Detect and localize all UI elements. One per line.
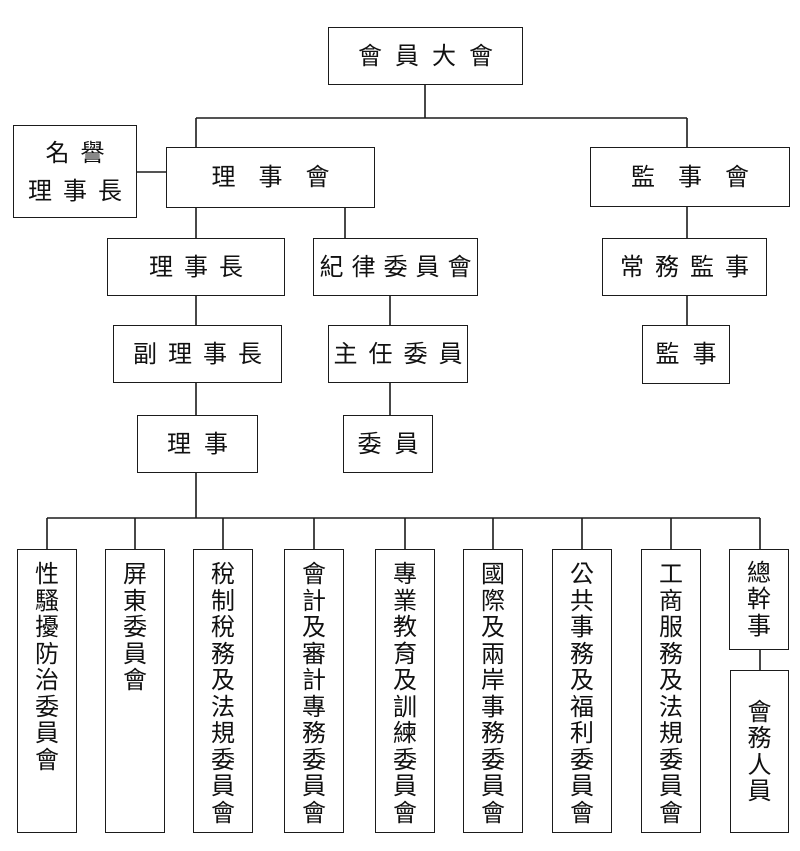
node-standing-supervisor: 常務監事 [602,238,767,296]
node-member-assembly: 會員大會 [328,27,523,85]
node-secretary-general: 總幹事 [729,549,789,650]
node-committee-education-training: 專業教育及訓練委員會 [375,549,435,833]
honorary-chairman-label-line2: 理事長 [28,176,133,205]
node-commissioner: 委員 [343,415,433,473]
vice-chairman-label: 副理事長 [133,339,273,368]
node-honorary-chairman: 名譽 理事長 [13,125,137,218]
committee-label: 公共事務及福利委員會 [570,560,594,827]
node-committee-business-services-regulations: 工商服務及法規委員會 [641,549,701,833]
node-committee-accounting-audit: 會計及審計專務委員會 [284,549,344,833]
discipline-committee-label: 紀律委員會 [319,252,480,281]
board-of-directors-label: 理事會 [211,163,353,192]
chief-commissioner-label: 主任委員 [333,339,474,368]
node-chief-commissioner: 主任委員 [328,325,468,383]
node-chairman: 理事長 [107,238,285,296]
honorary-chairman-label-line1: 名譽 [45,138,116,167]
member-assembly-label: 會員大會 [358,41,506,70]
node-office-staff: 會務人員 [730,670,789,833]
node-board-of-supervisors: 監事會 [590,147,790,207]
node-committee-international-cross-strait: 國際及兩岸事務委員會 [463,549,523,833]
committee-label: 專業教育及訓練委員會 [393,560,417,827]
committee-label: 屏東委員會 [123,560,147,694]
chairman-label: 理事長 [149,252,254,281]
node-discipline-committee: 紀律委員會 [313,238,478,296]
node-director: 理事 [137,415,258,473]
committee-label: 稅制稅務及法規委員會 [211,560,235,827]
node-committee-pingtung: 屏東委員會 [105,549,165,833]
node-committee-tax-regulations: 稅制稅務及法規委員會 [193,549,253,833]
supervisor-label: 監事 [655,340,730,369]
board-of-supervisors-label: 監事會 [631,162,772,191]
commissioner-label: 委員 [357,429,432,458]
node-committee-sexual-harassment-prevention: 性騷擾防治委員會 [17,549,77,833]
committee-label: 會計及審計專務委員會 [302,560,326,827]
committee-label: 工商服務及法規委員會 [659,560,683,827]
node-vice-chairman: 副理事長 [113,325,282,383]
node-board-of-directors: 理事會 [166,147,375,208]
secretary-general-label: 總幹事 [747,558,771,640]
committee-label: 國際及兩岸事務委員會 [481,560,505,827]
director-label: 理事 [167,429,241,458]
node-committee-public-affairs-welfare: 公共事務及福利委員會 [552,549,612,833]
office-staff-label: 會務人員 [747,697,772,805]
committee-label: 性騷擾防治委員會 [35,560,59,774]
node-supervisor: 監事 [642,325,730,384]
standing-supervisor-label: 常務監事 [620,252,760,281]
